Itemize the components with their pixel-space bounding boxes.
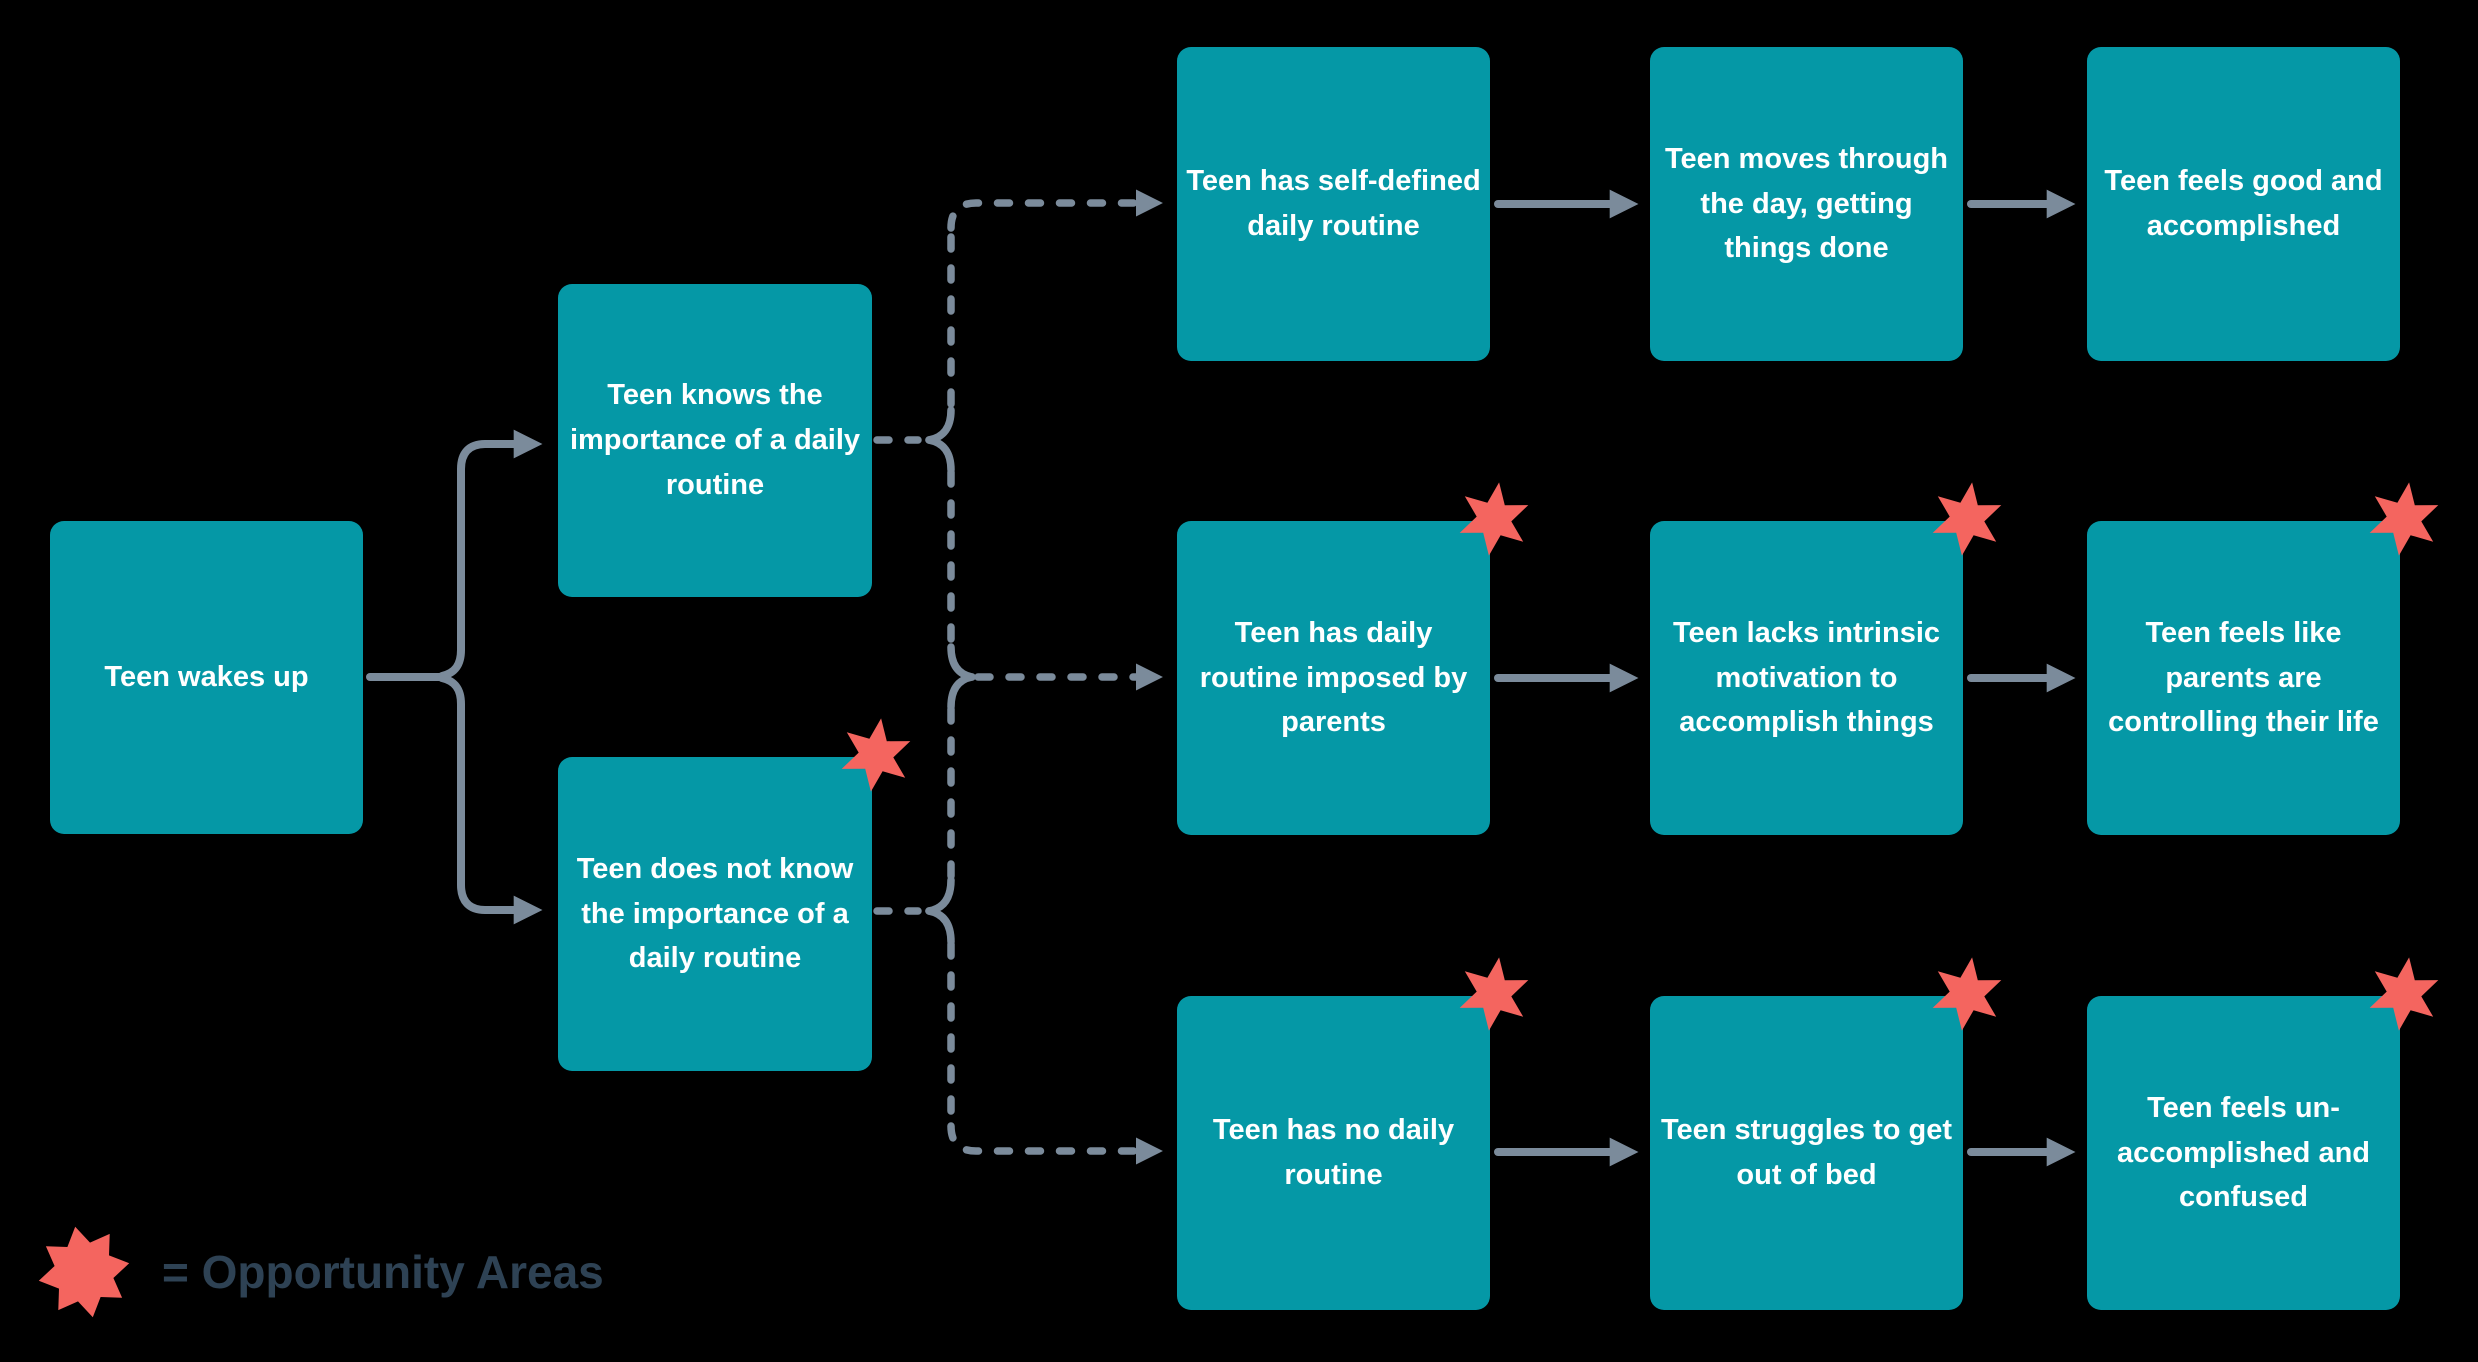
node-self-defined-routine: Teen has self-defined daily routine bbox=[1177, 47, 1490, 361]
node-label: Teen has daily routine imposed by parent… bbox=[1199, 616, 1468, 739]
node-label: Teen feels un-accomplished and confused bbox=[2116, 1091, 2370, 1214]
opportunity-star-icon bbox=[2369, 957, 2439, 1031]
node-label: Teen does not know the importance of a d… bbox=[576, 852, 854, 975]
opportunity-star-icon bbox=[841, 718, 911, 792]
straight-arrows bbox=[1494, 189, 2076, 1167]
node-parents-controlling-life: Teen feels like parents are controlling … bbox=[2087, 521, 2400, 835]
node-label: Teen feels good and accomplished bbox=[2104, 165, 2383, 242]
opportunity-star-icon bbox=[1459, 482, 1529, 556]
node-label: Teen feels like parents are controlling … bbox=[2108, 616, 2379, 739]
node-knows-importance: Teen knows the importance of a daily rou… bbox=[558, 284, 872, 597]
node-label: Teen has no daily routine bbox=[1212, 1114, 1455, 1191]
node-label: Teen has self-defined daily routine bbox=[1186, 165, 1481, 242]
node-label: Teen moves through the day, getting thin… bbox=[1664, 142, 1949, 265]
opportunity-star-icon bbox=[2369, 482, 2439, 556]
opportunity-star-icon bbox=[1459, 957, 1529, 1031]
node-does-not-know-importance: Teen does not know the importance of a d… bbox=[558, 757, 872, 1071]
node-teen-wakes-up: Teen wakes up bbox=[50, 521, 363, 834]
opportunity-star-icon bbox=[38, 1226, 130, 1318]
dashed-connector bbox=[873, 189, 1163, 1165]
legend: = Opportunity Areas bbox=[34, 1222, 604, 1322]
opportunity-star-icon bbox=[1932, 482, 2002, 556]
node-label: Teen struggles to get out of bed bbox=[1660, 1114, 1953, 1191]
brace-connector bbox=[366, 429, 543, 925]
node-label: Teen lacks intrinsic motivation to accom… bbox=[1672, 616, 1941, 739]
node-moves-through-day: Teen moves through the day, getting thin… bbox=[1650, 47, 1963, 361]
node-no-daily-routine: Teen has no daily routine bbox=[1177, 996, 1490, 1310]
node-routine-imposed-by-parents: Teen has daily routine imposed by parent… bbox=[1177, 521, 1490, 835]
node-feels-good: Teen feels good and accomplished bbox=[2087, 47, 2400, 361]
node-feels-unaccomplished: Teen feels un-accomplished and confused bbox=[2087, 996, 2400, 1310]
node-struggles-out-of-bed: Teen struggles to get out of bed bbox=[1650, 996, 1963, 1310]
node-lacks-intrinsic-motivation: Teen lacks intrinsic motivation to accom… bbox=[1650, 521, 1963, 835]
legend-label: = Opportunity Areas bbox=[162, 1246, 604, 1298]
opportunity-star-icon bbox=[1932, 957, 2002, 1031]
node-label: Teen knows the importance of a daily rou… bbox=[569, 379, 861, 501]
node-label: Teen wakes up bbox=[104, 661, 309, 694]
